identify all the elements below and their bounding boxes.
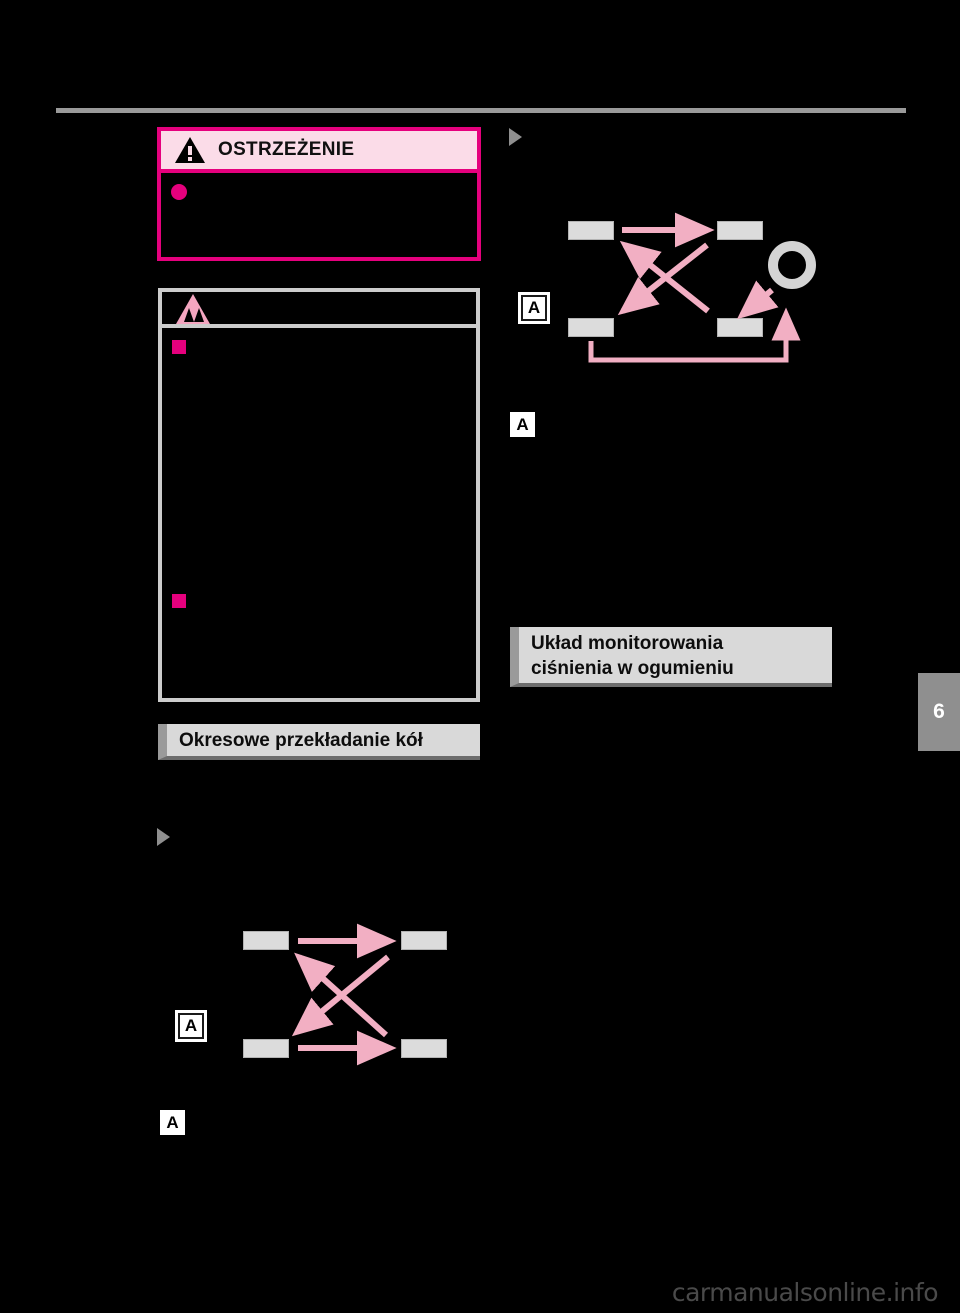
triangle-bullet-icon bbox=[157, 828, 170, 846]
notice-box-body bbox=[162, 328, 476, 696]
rotation-arrows-5tire bbox=[588, 212, 801, 363]
legend-marker-a: A bbox=[510, 412, 535, 437]
legend-marker-a: A bbox=[160, 1110, 185, 1135]
spare-tire-ring-icon bbox=[768, 241, 816, 289]
notice-box bbox=[158, 288, 480, 702]
rotation-arrows-4tire bbox=[291, 923, 397, 1066]
section-title-line1: Układ monitorowania bbox=[531, 632, 724, 654]
triangle-bullet-icon bbox=[509, 128, 522, 146]
notice-box-header bbox=[162, 292, 476, 328]
tire-rear-left bbox=[568, 318, 614, 337]
section-title: Okresowe przekładanie kół bbox=[179, 729, 423, 751]
bullet-dot-icon bbox=[171, 184, 187, 200]
warning-triangle-exclamation-icon bbox=[175, 137, 205, 163]
tire-front-left bbox=[568, 221, 614, 240]
tire-front-right bbox=[401, 931, 447, 950]
site-watermark: carmanualsonline.info bbox=[671, 1278, 939, 1307]
diagram-rotation-4-tire: A bbox=[158, 905, 480, 1105]
warning-box-body bbox=[161, 173, 477, 257]
callout-marker-a: A bbox=[518, 292, 550, 324]
tire-rear-left bbox=[243, 1039, 289, 1058]
section-heading-tpms: Układ monitorowania ciśnienia w ogumieni… bbox=[510, 627, 832, 687]
page-number-tab: 6 bbox=[918, 673, 960, 751]
warning-box: OSTRZEŻENIE bbox=[157, 127, 481, 261]
section-title-line2: ciśnienia w ogumieniu bbox=[531, 657, 734, 679]
bullet-square-icon bbox=[172, 594, 186, 608]
tire-rear-right bbox=[401, 1039, 447, 1058]
section-heading-rotation: Okresowe przekładanie kół bbox=[158, 724, 480, 760]
tire-front-right bbox=[717, 221, 763, 240]
diagram-rotation-5-tire: A bbox=[510, 185, 840, 385]
warning-box-header: OSTRZEŻENIE bbox=[161, 131, 477, 173]
bullet-square-icon bbox=[172, 340, 186, 354]
notice-triangle-icon bbox=[176, 294, 210, 324]
warning-title: OSTRZEŻENIE bbox=[218, 139, 355, 160]
section-title: Układ monitorowania ciśnienia w ogumieni… bbox=[531, 630, 734, 681]
header-rule bbox=[56, 108, 906, 113]
callout-marker-a: A bbox=[175, 1010, 207, 1042]
tire-front-left bbox=[243, 931, 289, 950]
